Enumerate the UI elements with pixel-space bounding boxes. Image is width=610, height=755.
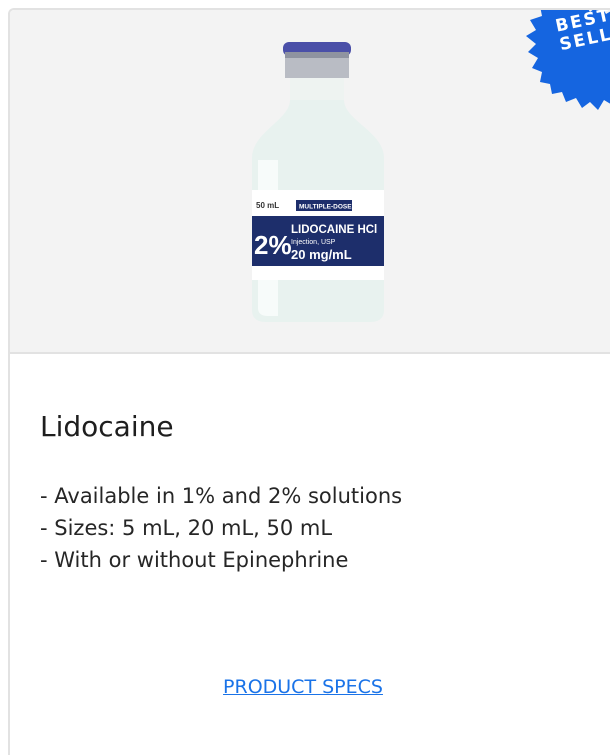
best-seller-badge: BEST SELLER bbox=[520, 10, 610, 110]
vial-percent: 2% bbox=[254, 230, 292, 260]
feature-item: - With or without Epinephrine bbox=[40, 548, 349, 572]
vial-form: Injection, USP bbox=[291, 239, 336, 246]
product-card: 50 mL MULTIPLE-DOSE 2% LIDOCAINE HCl Inj… bbox=[8, 8, 610, 755]
product-image[interactable]: 50 mL MULTIPLE-DOSE 2% LIDOCAINE HCl Inj… bbox=[238, 40, 398, 330]
vial-volume: 50 mL bbox=[256, 201, 279, 210]
feature-item: - Sizes: 5 mL, 20 mL, 50 mL bbox=[40, 516, 333, 540]
product-title: Lidocaine bbox=[40, 410, 174, 443]
vial-strength: 20 mg/mL bbox=[291, 247, 352, 262]
product-image-area: 50 mL MULTIPLE-DOSE 2% LIDOCAINE HCl Inj… bbox=[10, 10, 610, 354]
badge-burst-shape bbox=[526, 10, 610, 110]
feature-list: - Available in 1% and 2% solutions - Siz… bbox=[40, 480, 402, 576]
vial-drug: LIDOCAINE HCl bbox=[291, 224, 377, 236]
feature-item: - Available in 1% and 2% solutions bbox=[40, 484, 403, 508]
product-specs-link-row: PRODUCT SPECS bbox=[10, 676, 610, 698]
vial-dose-type: MULTIPLE-DOSE bbox=[299, 204, 352, 211]
product-specs-link[interactable]: PRODUCT SPECS bbox=[223, 676, 383, 698]
